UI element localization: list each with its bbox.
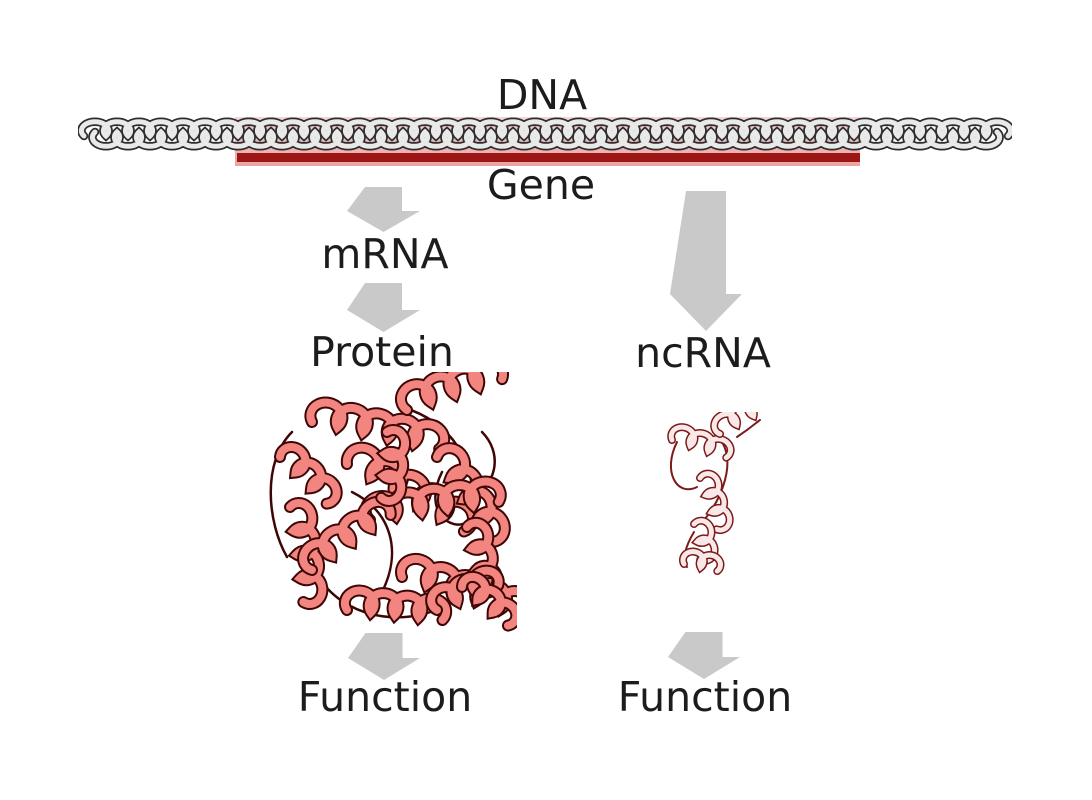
function-ncrna-label: Function <box>617 673 793 721</box>
down-arrow-gene-to-mrna-icon <box>347 187 420 232</box>
dna-double-helix <box>78 117 1012 151</box>
protein-ribbon-structure <box>269 372 517 632</box>
down-arrow-ncrna-to-function-icon <box>668 632 740 679</box>
down-arrow-protein-to-function-icon <box>348 633 420 680</box>
ncrna-label: ncRNA <box>635 329 771 377</box>
dna-label: DNA <box>496 71 588 119</box>
mrna-label: mRNA <box>321 230 449 278</box>
protein-label: Protein <box>310 328 454 376</box>
function-protein-label: Function <box>297 673 473 721</box>
down-arrow-gene-to-ncrna-icon <box>670 191 742 331</box>
down-arrow-mrna-to-protein-icon <box>347 283 420 332</box>
gene-underline-bar <box>237 153 860 162</box>
ncrna-folded-structure <box>667 412 772 576</box>
gene-label: Gene <box>486 161 596 209</box>
dna-helix-illustration <box>78 117 1012 166</box>
